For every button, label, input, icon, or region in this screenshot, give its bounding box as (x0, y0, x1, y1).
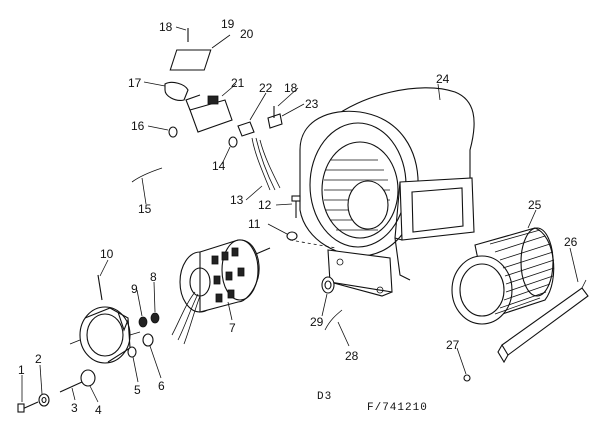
blower-wheel (451, 227, 555, 325)
part-label-12: 12 (258, 198, 272, 212)
part-label-23: 23 (305, 97, 319, 111)
part-label-28: 28 (345, 349, 359, 363)
part-label-20: 20 (240, 27, 254, 41)
leader-lines (21, 26, 579, 403)
blower-housing (289, 87, 475, 297)
part-label-3: 3 (71, 401, 78, 415)
part-label-25: 25 (528, 198, 542, 212)
part-label-1: 1 (18, 363, 25, 377)
diagram-code: D3 (317, 391, 332, 403)
part-label-18b: 18 (284, 81, 298, 95)
part-label-18a: 18 (159, 20, 173, 34)
part-label-14: 14 (212, 159, 226, 173)
part-label-5: 5 (134, 383, 141, 397)
part-label-29: 29 (310, 315, 324, 329)
part-label-21: 21 (231, 76, 245, 90)
part-label-2: 2 (35, 352, 42, 366)
part-labels: 1 2 3 4 5 6 7 8 9 10 11 12 13 14 15 16 1… (18, 17, 578, 417)
part-label-17: 17 (128, 76, 142, 90)
control-box (131, 49, 343, 331)
part-label-16: 16 (131, 119, 145, 133)
part-label-9: 9 (131, 282, 138, 296)
part-label-22: 22 (259, 81, 273, 95)
part-label-26: 26 (564, 235, 578, 249)
part-label-11: 11 (248, 217, 261, 231)
part-label-8: 8 (150, 270, 157, 284)
part-label-19: 19 (221, 17, 235, 31)
motor (171, 239, 271, 345)
hardware (17, 28, 471, 413)
part-label-27: 27 (446, 338, 460, 352)
part-label-10: 10 (100, 247, 114, 261)
figure-number: F/741210 (367, 402, 428, 414)
part-label-7: 7 (229, 321, 236, 335)
cutoff-plate (497, 279, 589, 364)
part-label-13: 13 (230, 193, 244, 207)
motor-mount (69, 306, 141, 364)
part-label-4: 4 (95, 403, 102, 417)
part-label-6: 6 (158, 379, 165, 393)
part-label-15: 15 (138, 202, 152, 216)
part-label-24: 24 (436, 72, 450, 86)
